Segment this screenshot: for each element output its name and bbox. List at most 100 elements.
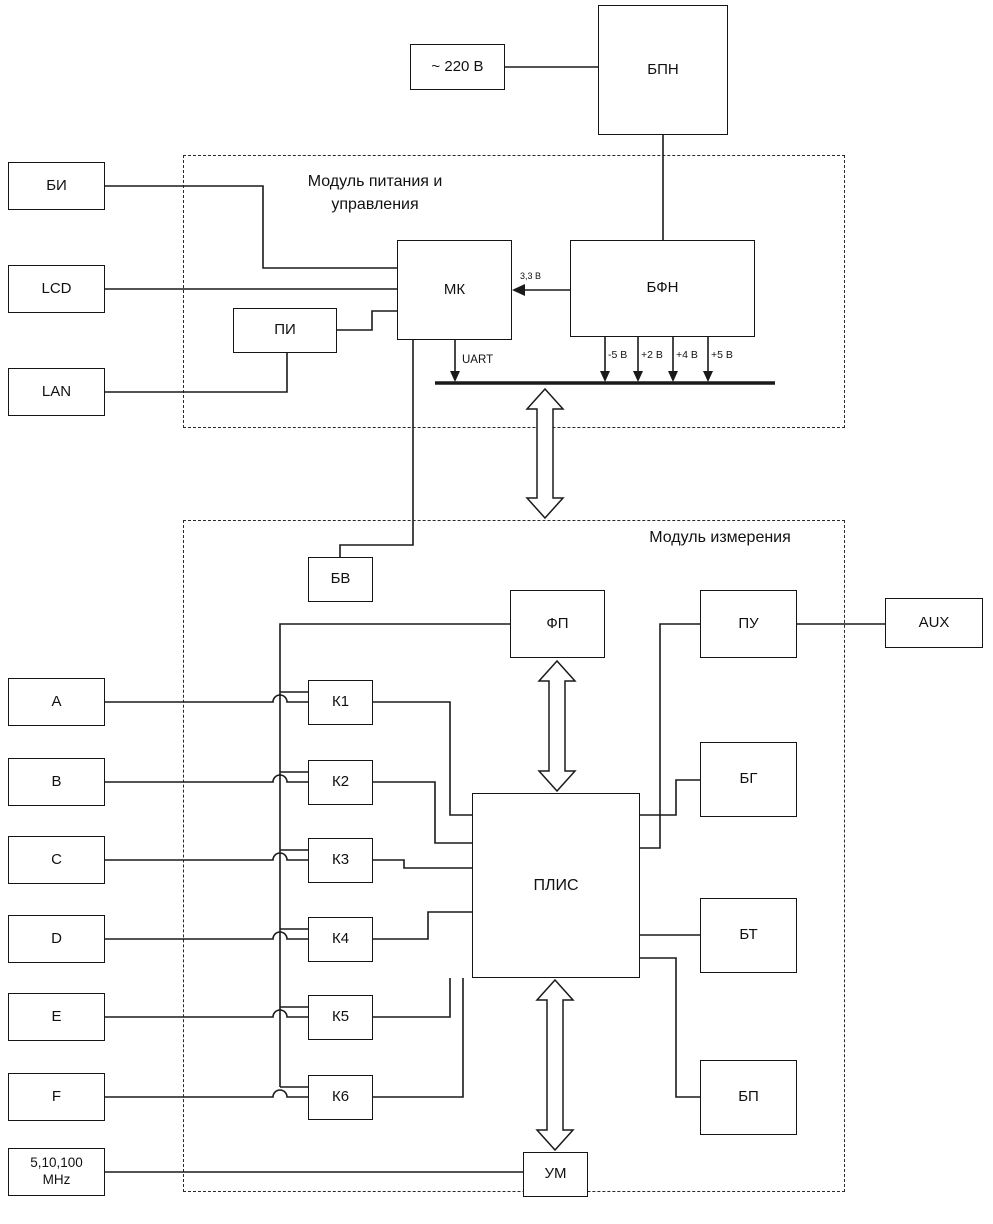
box-bfn: БФН	[570, 240, 755, 337]
box-input-e: E	[8, 993, 105, 1041]
line-f-to-k6	[105, 1089, 308, 1098]
arrowhead-pos2-down	[633, 371, 643, 382]
box-aux-label: AUX	[918, 613, 950, 631]
box-input-f-label: F	[51, 1087, 62, 1105]
box-bfn-label: БФН	[646, 279, 679, 297]
line-k6-to-plis	[373, 978, 464, 1098]
box-220v: ~ 220 В	[410, 44, 505, 90]
label-pos4v: +4 В	[676, 349, 698, 361]
box-k2: К2	[308, 760, 373, 805]
box-um: УМ	[523, 1152, 588, 1197]
line-b-to-k2	[105, 774, 308, 783]
box-input-a-label: A	[51, 692, 62, 710]
box-aux: AUX	[885, 598, 983, 648]
box-bt: БТ	[700, 898, 797, 973]
box-220v-label: ~ 220 В	[431, 57, 484, 75]
line-k3-to-plis	[373, 859, 472, 869]
arrowhead-bfn-to-mk	[512, 284, 525, 296]
power-control-module-frame	[183, 155, 845, 428]
box-plis: ПЛИС	[472, 793, 640, 978]
box-bv-label: БВ	[330, 570, 351, 588]
box-k6-label: К6	[331, 1088, 350, 1106]
box-input-a: A	[8, 678, 105, 726]
line-k1-to-plis	[373, 701, 472, 816]
arrowhead-pos4-down	[668, 371, 678, 382]
line-plis-to-bg	[640, 779, 700, 816]
box-lcd-label: LCD	[41, 279, 72, 297]
box-k5: К5	[308, 995, 373, 1040]
measurement-module-frame	[183, 520, 845, 1192]
power-module-title-line1: Модуль питания и	[307, 173, 443, 190]
box-pu: ПУ	[700, 590, 797, 658]
line-d-to-k4	[105, 931, 308, 940]
box-k4: К4	[308, 917, 373, 962]
box-k1-label: К1	[331, 693, 350, 711]
box-input-d: D	[8, 915, 105, 963]
line-a-to-k1	[105, 694, 308, 703]
line-plis-to-bp	[640, 957, 700, 1098]
box-input-b-label: B	[51, 772, 62, 790]
box-lcd: LCD	[8, 265, 105, 313]
box-fp: ФП	[510, 590, 605, 658]
label-pos2v: +2 В	[641, 349, 663, 361]
arrowhead-neg5-down	[600, 371, 610, 382]
box-k6: К6	[308, 1075, 373, 1120]
line-e-to-k5	[105, 1009, 308, 1018]
line-mk-to-bv	[339, 340, 414, 557]
box-k1: К1	[308, 680, 373, 725]
box-k3: К3	[308, 838, 373, 883]
line-k4-to-plis	[373, 911, 472, 940]
box-bv: БВ	[308, 557, 373, 602]
box-bg-label: БГ	[739, 770, 758, 788]
line-plis-to-pu	[640, 623, 700, 849]
box-mk: МК	[397, 240, 512, 340]
box-k3-label: К3	[331, 851, 350, 869]
line-c-to-k3	[105, 852, 308, 861]
line-k5-to-plis	[373, 978, 451, 1018]
box-mk-label: МК	[443, 280, 466, 298]
box-pi: ПИ	[233, 308, 337, 353]
double-arrow-fp-plis	[537, 659, 577, 793]
box-k5-label: К5	[331, 1008, 350, 1026]
label-uart: UART	[462, 354, 494, 366]
line-pi-to-mk	[337, 310, 397, 331]
box-bp: БП	[700, 1060, 797, 1135]
power-module-title: Модуль питания и управления	[255, 170, 495, 216]
label-3v3: 3,3 В	[520, 271, 542, 281]
box-input-b: B	[8, 758, 105, 806]
power-module-title-line2: управления	[331, 196, 419, 214]
box-bpn: БПН	[598, 5, 728, 135]
double-arrow-bus-to-measure-module	[525, 387, 565, 520]
measurement-module-title: Модуль измерения	[649, 529, 791, 546]
arrowhead-pos5-down	[703, 371, 713, 382]
box-input-c-label: C	[51, 850, 62, 868]
line-bi-to-mk	[105, 185, 397, 269]
box-lan: LAN	[8, 368, 105, 416]
box-bg: БГ	[700, 742, 797, 817]
double-arrow-plis-um	[535, 978, 575, 1152]
line-k2-to-plis	[373, 781, 472, 844]
box-bt-label: БТ	[739, 926, 758, 944]
line-lan-to-pi	[105, 353, 288, 393]
box-input-c: C	[8, 836, 105, 884]
box-k2-label: К2	[331, 773, 350, 791]
label-neg5v: -5 В	[608, 349, 628, 361]
arrowhead-uart-down	[450, 371, 460, 382]
box-mhz-line2: MHz	[42, 1172, 71, 1187]
box-um-label: УМ	[544, 1165, 567, 1183]
box-bi-label: БИ	[46, 176, 67, 194]
box-pi-label: ПИ	[274, 321, 296, 339]
box-input-d-label: D	[51, 929, 62, 947]
label-pos5v: +5 В	[711, 349, 733, 361]
box-lan-label: LAN	[41, 382, 72, 400]
box-k4-label: К4	[331, 930, 350, 948]
box-mhz-line1: 5,10,100	[30, 1155, 83, 1171]
box-bp-label: БП	[738, 1088, 759, 1106]
box-plis-label: ПЛИС	[533, 876, 579, 894]
box-pu-label: ПУ	[738, 614, 759, 632]
box-mhz: 5,10,100 MHz	[8, 1148, 105, 1196]
box-bpn-label: БПН	[647, 60, 679, 78]
box-fp-label: ФП	[546, 614, 569, 632]
